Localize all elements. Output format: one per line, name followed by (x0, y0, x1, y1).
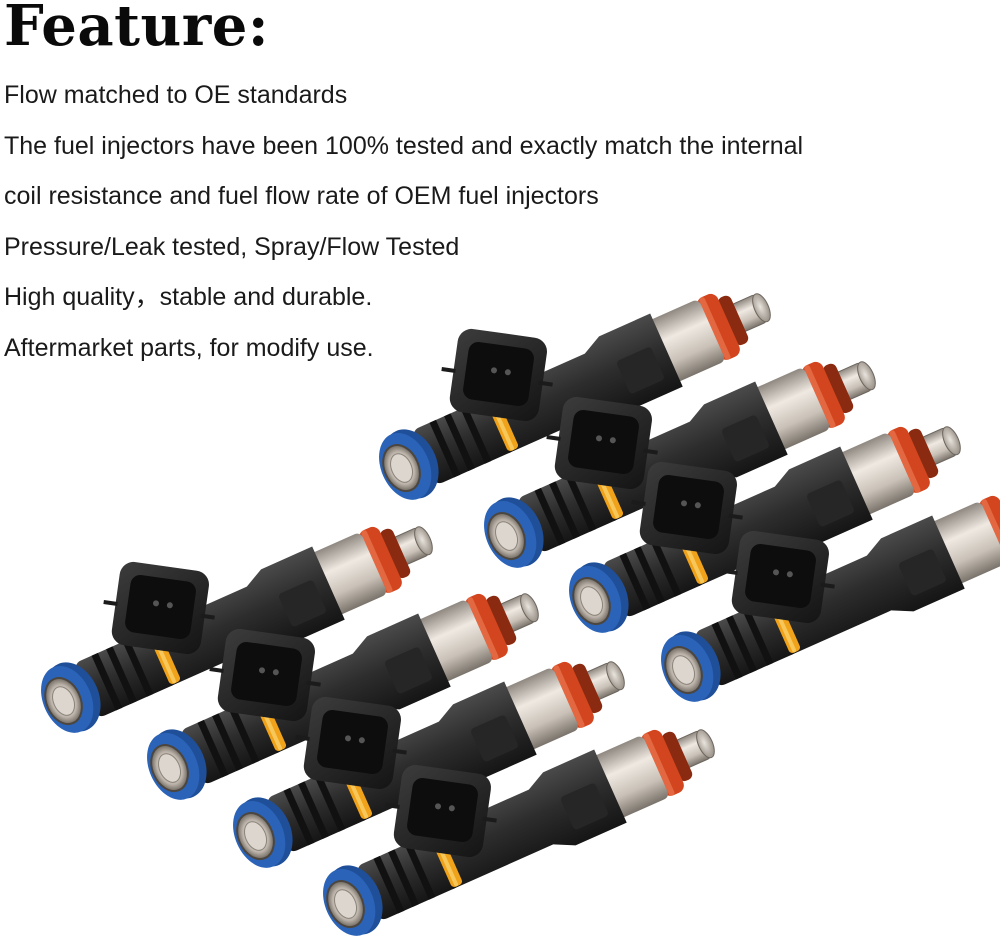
feature-item: The fuel injectors have been 100% tested… (4, 131, 804, 160)
feature-item: High quality，stable and durable. (4, 283, 373, 311)
feature-heading: Feature: (4, 0, 269, 59)
feature-list: Flow matched to OE standards The fuel in… (4, 70, 803, 373)
feature-item: Flow matched to OE standards (4, 81, 348, 109)
feature-item: coil resistance and fuel flow rate of OE… (4, 182, 599, 210)
feature-item: Pressure/Leak tested, Spray/Flow Tested (4, 232, 460, 261)
feature-item: Aftermarket parts, for modify use. (4, 333, 374, 362)
